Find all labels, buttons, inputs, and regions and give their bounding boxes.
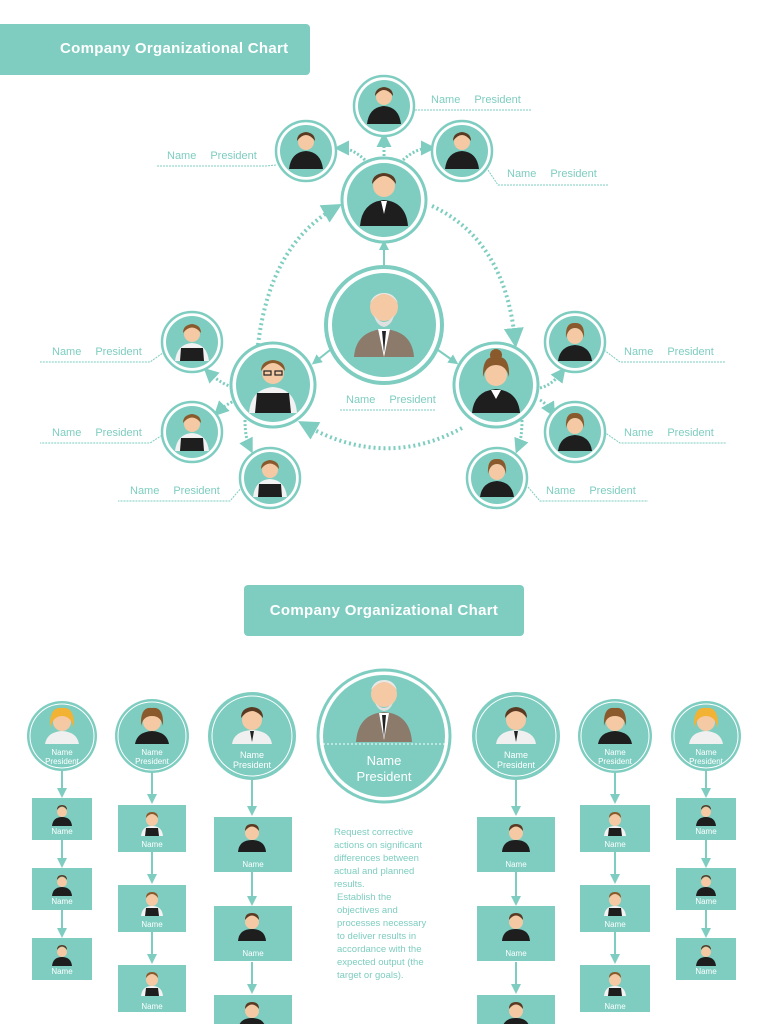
node-sub-left-3	[238, 446, 302, 510]
node-lead-left	[229, 341, 317, 429]
arrow-center-right	[437, 349, 459, 365]
description-text: Request corrective actions on significan…	[334, 826, 434, 982]
bottom-node-col1	[27, 701, 97, 771]
top-radial-chart	[40, 74, 726, 510]
box-label-c2-1: Name	[141, 840, 163, 849]
arc-left-to-top	[256, 204, 342, 346]
bottom-title-banner: Company Organizational Chart	[244, 585, 524, 636]
box-label-c1-1: Name	[51, 827, 73, 836]
description-para-2: Establish the objectives and processes n…	[337, 892, 427, 981]
arrow-center-left	[311, 349, 331, 365]
node-sub-right-1	[543, 310, 607, 374]
arrow-left-sub3	[239, 419, 253, 454]
node-sub-left-2	[160, 400, 224, 464]
box-label-c3-2: Name	[242, 949, 264, 958]
box-label-c4-2: Name	[505, 949, 527, 958]
box-label-c4-1: Name	[505, 860, 527, 869]
node-sub-top-left	[274, 119, 338, 183]
node-sub-top-right	[430, 119, 494, 183]
box-label-c6-3: Name	[695, 967, 717, 976]
arc-right-to-left	[298, 421, 463, 451]
bottom-title: Company Organizational Chart	[269, 602, 499, 619]
arrow-right-sub1	[539, 367, 566, 390]
bottom-hierarchy-chart	[27, 668, 741, 1024]
bottom-node-center	[316, 668, 452, 804]
bottom-node-col5	[578, 699, 652, 773]
arrow-left-sub1	[203, 367, 237, 390]
arrow-right-sub3	[514, 419, 529, 454]
box-label-c1-3: Name	[51, 967, 73, 976]
description-para-1: Request corrective actions on significan…	[334, 827, 423, 890]
bottom-node-col2	[115, 699, 189, 773]
arrow-top-sub3	[401, 140, 436, 162]
node-lead-top	[340, 156, 428, 244]
box-label-c3-1: Name	[242, 860, 264, 869]
top-title: Company Organizational Chart	[60, 40, 289, 57]
box-label-c1-2: Name	[51, 897, 73, 906]
bottom-node-col4	[472, 692, 560, 780]
arrow-right-sub2	[539, 398, 555, 418]
box-label-c5-1: Name	[604, 840, 626, 849]
node-lead-right	[452, 341, 540, 429]
top-title-banner: Company Organizational Chart	[0, 24, 310, 75]
box-label-c5-2: Name	[604, 920, 626, 929]
box-label-c2-2: Name	[141, 920, 163, 929]
arrow-top-sub2	[334, 140, 367, 162]
node-center	[324, 265, 444, 385]
bottom-node-col6	[671, 701, 741, 771]
node-sub-right-2	[543, 400, 607, 464]
box-label-c6-2: Name	[695, 897, 717, 906]
box-label-c5-3: Name	[604, 1002, 626, 1011]
node-sub-left-1	[160, 310, 224, 374]
node-sub-right-3	[465, 446, 529, 510]
box-label-c2-3: Name	[141, 1002, 163, 1011]
box-label-c6-1: Name	[695, 827, 717, 836]
bottom-node-col3	[208, 692, 296, 780]
arc-top-to-right	[431, 204, 524, 348]
node-sub-top-center	[352, 74, 416, 138]
